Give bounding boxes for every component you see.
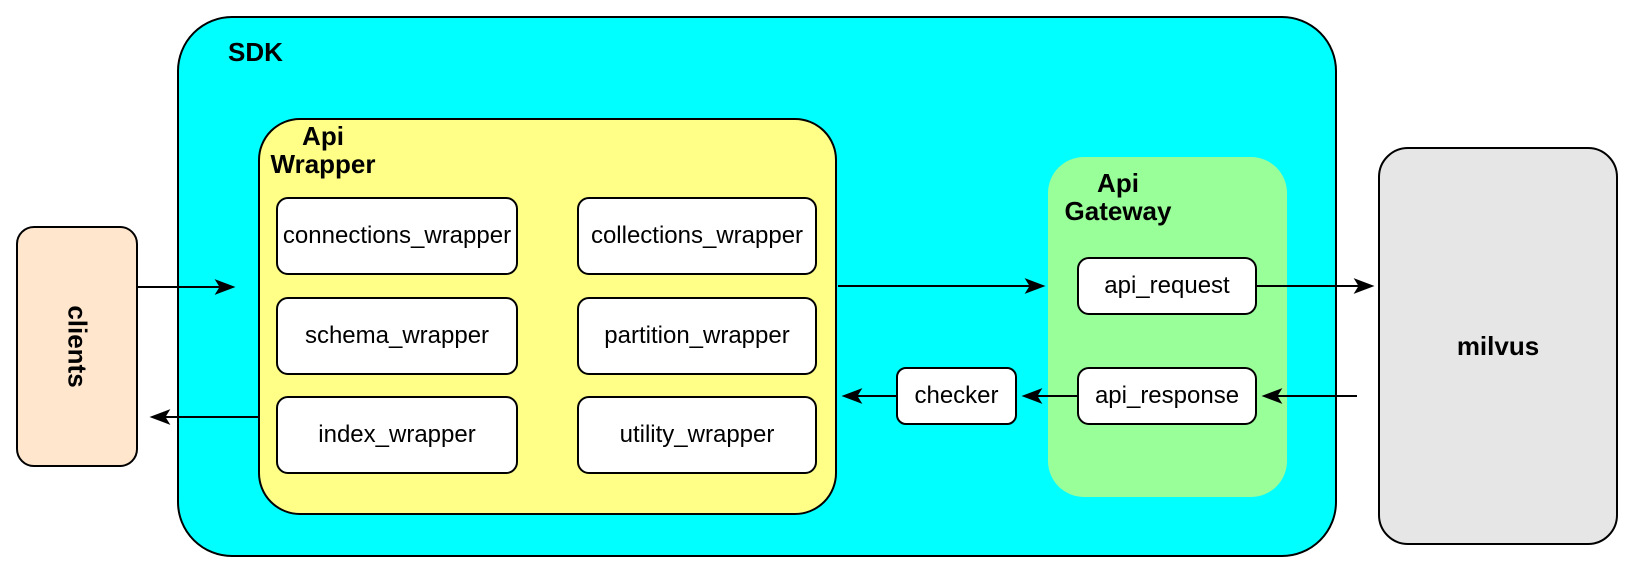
- checker-label: checker: [914, 382, 999, 409]
- connections-wrapper-label: connections_wrapper: [282, 222, 512, 249]
- schema-wrapper-label: schema_wrapper: [304, 322, 490, 349]
- schema-wrapper-node: schema_wrapper: [276, 297, 518, 375]
- api-wrapper-label: Api Wrapper: [270, 121, 376, 179]
- connections-wrapper-node: connections_wrapper: [276, 197, 518, 275]
- sdk-label: SDK: [228, 37, 283, 67]
- milvus-label: milvus: [1456, 330, 1540, 361]
- clients-label: clients: [62, 305, 93, 388]
- utility-wrapper-label: utility_wrapper: [619, 421, 775, 448]
- api-response-label: api_response: [1094, 382, 1240, 409]
- utility-wrapper-node: utility_wrapper: [577, 396, 817, 474]
- api-response-node: api_response: [1077, 367, 1257, 425]
- milvus-node: milvus: [1378, 147, 1618, 545]
- collections-wrapper-label: collections_wrapper: [590, 222, 804, 249]
- checker-node: checker: [896, 367, 1017, 425]
- api-request-node: api_request: [1077, 257, 1257, 315]
- index-wrapper-label: index_wrapper: [318, 421, 476, 448]
- clients-node: clients: [16, 226, 138, 467]
- collections-wrapper-node: collections_wrapper: [577, 197, 817, 275]
- partition-wrapper-label: partition_wrapper: [604, 322, 790, 349]
- partition-wrapper-node: partition_wrapper: [577, 297, 817, 375]
- api-request-label: api_request: [1104, 272, 1230, 299]
- api-gateway-container: [1048, 157, 1287, 497]
- index-wrapper-node: index_wrapper: [276, 396, 518, 474]
- api-gateway-label: Api Gateway: [1064, 168, 1172, 226]
